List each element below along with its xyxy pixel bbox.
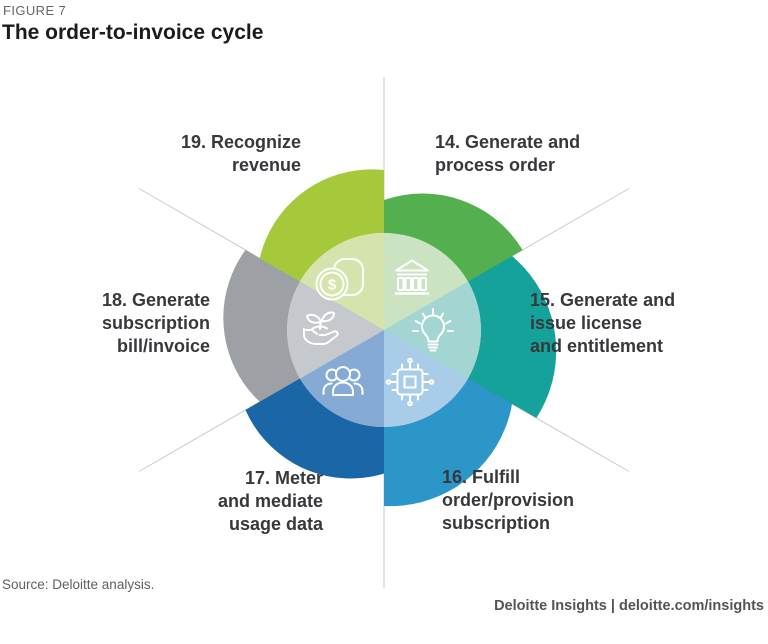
chip-icon bbox=[385, 357, 435, 407]
step-label-line: subscription bbox=[101, 313, 210, 333]
dollar-sign: $ bbox=[328, 277, 337, 294]
step-label-line: revenue bbox=[231, 155, 301, 175]
figure-title: The order-to-invoice cycle bbox=[2, 21, 264, 44]
step-label-line: 17. Meter bbox=[244, 468, 323, 488]
bank-icon bbox=[394, 259, 430, 295]
step-label-line: order/provision bbox=[442, 490, 575, 510]
step-label-line: 19. Recognize bbox=[180, 132, 301, 152]
wedge-chip bbox=[384, 330, 468, 427]
money-icon: $ bbox=[315, 258, 364, 301]
step-label-line: 16. Fulfill bbox=[442, 467, 521, 487]
step-label-16: 16. Fulfill order/provision subscription bbox=[442, 466, 574, 535]
people-icon bbox=[322, 366, 364, 396]
step-label-line: bill/invoice bbox=[116, 336, 210, 356]
step-label-18: 18. Generate subscription bill/invoice bbox=[102, 289, 210, 358]
step-label-line: subscription bbox=[442, 513, 551, 533]
petal-green bbox=[384, 193, 523, 282]
step-label-line: usage data bbox=[228, 514, 323, 534]
deloitte-insights-branding: Deloitte Insights | deloitte.com/insight… bbox=[494, 598, 764, 614]
petal-teal bbox=[392, 226, 557, 418]
figure-eyebrow: FIGURE 7 bbox=[3, 3, 67, 18]
step-label-line: 15. Generate and bbox=[530, 290, 676, 310]
growth-icon bbox=[303, 311, 339, 345]
lightbulb-icon bbox=[412, 308, 454, 352]
petal-gray bbox=[223, 250, 376, 433]
wedge-hand bbox=[287, 281, 384, 379]
step-label-19: 19. Recognize revenue bbox=[181, 131, 301, 177]
step-label-17: 17. Meter and mediate usage data bbox=[218, 467, 323, 536]
step-label-line: and mediate bbox=[217, 491, 323, 511]
step-label-line: and entitlement bbox=[530, 336, 664, 356]
step-label-line: issue license bbox=[530, 313, 643, 333]
step-label-line: 18. Generate bbox=[101, 290, 210, 310]
wedge-bulb bbox=[384, 281, 481, 379]
step-label-line: 14. Generate and bbox=[435, 132, 581, 152]
petal-lime bbox=[256, 169, 384, 371]
step-label-15: 15. Generate and issue license and entit… bbox=[530, 289, 675, 358]
source-note: Source: Deloitte analysis. bbox=[2, 577, 155, 592]
step-label-14: 14. Generate and process order bbox=[435, 131, 580, 177]
step-label-line: process order bbox=[435, 155, 556, 175]
